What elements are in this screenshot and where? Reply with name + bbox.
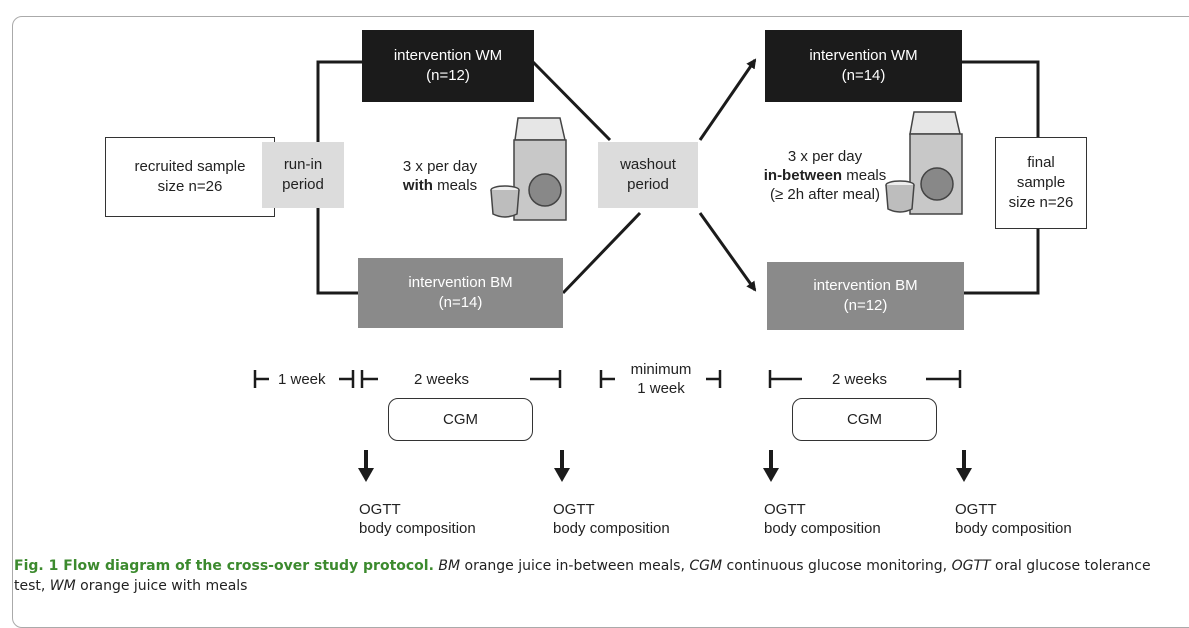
measurement-1: OGTT body composition (359, 500, 476, 538)
dosing-right-line1: 3 x per day (787, 148, 863, 165)
intervention-bm-left: intervention BM (n=14) (358, 258, 563, 328)
washout-to-wm (698, 58, 757, 141)
recruited-label: recruited sample size n=26 (134, 158, 246, 195)
washout-label: washout period (620, 156, 676, 193)
dosing-left-bold: with (402, 177, 433, 194)
two-weeks-left-marker (360, 370, 562, 388)
cgm-left-box: CGM (388, 398, 533, 441)
wm-right-n: (n=14) (841, 67, 886, 84)
cgm-right-label: CGM (847, 410, 882, 428)
run-in-box: run-in period (262, 142, 344, 208)
dosing-right-rest: meals (846, 167, 887, 184)
dosing-left-line1: 3 x per day (402, 158, 478, 175)
caption-bm-text: orange juice in-between meals, (464, 558, 685, 574)
measurement-test: OGTT (764, 501, 806, 518)
measurement-test: OGTT (955, 501, 997, 518)
measurement-detail: body composition (553, 520, 670, 537)
dosing-right-bold: in-between (763, 167, 843, 184)
bm-right-n: (n=12) (843, 297, 888, 314)
measurement-detail: body composition (764, 520, 881, 537)
intervention-wm-right: intervention WM (n=14) (765, 30, 962, 102)
measurement-detail: body composition (955, 520, 1072, 537)
minimum-marker (599, 370, 722, 388)
dosing-right: 3 x per day in-between meals (≥ 2h after… (750, 147, 900, 204)
figure-caption: Fig. 1 Flow diagram of the cross-over st… (14, 556, 1184, 596)
caption-ogtt-text: oral glucose tolerance test, (14, 558, 1151, 594)
caption-lead: Fig. 1 Flow diagram of the cross-over st… (14, 558, 434, 574)
wm-left-n: (n=12) (426, 67, 470, 84)
measurement-detail: body composition (359, 520, 476, 537)
juice-icon-right (885, 111, 963, 215)
washout-box: washout period (598, 142, 698, 208)
minimum-label: minimum 1 week (614, 360, 708, 398)
caption-ogtt-abbr: OGTT (951, 558, 991, 574)
flow-lines (253, 58, 1040, 482)
measurement-test: OGTT (553, 501, 595, 518)
down-arrow-4 (956, 450, 972, 482)
intervention-bm-right: intervention BM (n=12) (767, 262, 964, 330)
caption-wm-abbr: WM (49, 578, 76, 594)
dosing-right-line3: (≥ 2h after meal) (770, 186, 880, 203)
minimum-week-text: 1 week (637, 380, 685, 397)
one-week-marker (253, 370, 355, 388)
recruited-box: recruited sample size n=26 (105, 137, 275, 217)
caption-cgm-abbr: CGM (689, 558, 723, 574)
intervention-wm-left: intervention WM (n=12) (362, 30, 534, 102)
two-weeks-right-label: 2 weeks (832, 371, 888, 388)
wm-to-washout (531, 60, 612, 142)
cgm-left-label: CGM (443, 410, 478, 428)
down-arrow-1 (358, 450, 374, 482)
down-arrow-3 (763, 450, 779, 482)
caption-wm-text: orange juice with meals (80, 578, 248, 594)
wm-left-title: intervention WM (393, 47, 503, 64)
measurement-3: OGTT body composition (764, 500, 881, 538)
minimum-text: minimum (630, 361, 692, 378)
down-arrow-2 (554, 450, 570, 482)
juice-icon-left (490, 117, 567, 221)
one-week-label: 1 week (278, 371, 326, 388)
cgm-right-box: CGM (792, 398, 937, 441)
bm-to-washout (561, 211, 642, 295)
washout-to-bm (698, 212, 757, 292)
dosing-left: 3 x per day with meals (385, 157, 495, 195)
two-weeks-left-label: 2 weeks (414, 371, 470, 388)
run-in-label: run-in period (282, 156, 324, 193)
wm-right-title: intervention WM (809, 47, 918, 64)
bm-right-title: intervention BM (813, 277, 918, 294)
caption-cgm-text: continuous glucose monitoring, (726, 558, 948, 574)
measurement-4: OGTT body composition (955, 500, 1072, 538)
dosing-left-rest: meals (437, 177, 478, 194)
bm-left-n: (n=14) (438, 294, 483, 311)
bm-left-title: intervention BM (408, 274, 513, 291)
caption-bm-abbr: BM (438, 558, 461, 574)
final-label: final sample size n=26 (1008, 154, 1074, 211)
two-weeks-right-marker (768, 370, 962, 388)
measurement-2: OGTT body composition (553, 500, 670, 538)
measurement-test: OGTT (359, 501, 401, 518)
final-box: final sample size n=26 (995, 137, 1087, 229)
